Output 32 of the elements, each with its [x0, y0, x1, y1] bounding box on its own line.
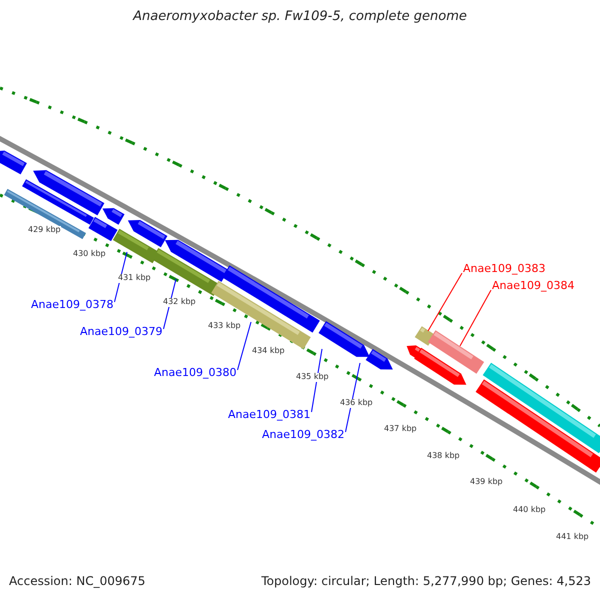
scale-label: 432 kbp: [163, 298, 196, 307]
title: Anaeromyxobacter sp. Fw109-5, complete genome: [132, 10, 468, 24]
scale-label: 431 kbp: [118, 274, 151, 283]
gene-name: Anae109_0380: [154, 367, 236, 380]
scale-label: 435 kbp: [296, 373, 329, 382]
scale-label: 439 kbp: [470, 478, 503, 487]
gene-name: Anae109_0378: [31, 299, 114, 312]
scale-label: 429 kbp: [28, 226, 61, 235]
scale-label: 430 kbp: [73, 250, 106, 259]
accession-note: Accession: NC_009675: [9, 575, 146, 588]
leader-line: [428, 272, 462, 332]
gene-name: Anae109_0381: [228, 409, 310, 422]
scale-label: 437 kbp: [384, 425, 417, 434]
leader-line: [311, 348, 322, 412]
gene-name: Anae109_0379: [80, 326, 162, 338]
scale-label: 441 kbp: [556, 533, 589, 542]
gene-feature: [428, 330, 484, 374]
scale-label: 434 kbp: [252, 347, 285, 356]
gene-name: Anae109_0383: [463, 263, 546, 276]
scale-label: 436 kbp: [340, 399, 373, 408]
leader-line: [345, 362, 360, 432]
scale-label: 433 kbp: [208, 322, 241, 331]
scale-label: 440 kbp: [513, 506, 546, 515]
genome-summary: Topology: circular; Length: 5,277,990 bp; Genes: 4,523: [261, 575, 591, 588]
gene-feature: [318, 321, 370, 357]
leader-line: [237, 322, 252, 370]
gene-feature: [366, 349, 393, 370]
leader-line: [460, 290, 492, 346]
gene-name: Anae109_0382: [262, 429, 344, 442]
scale-label: 438 kbp: [427, 452, 460, 461]
gene-name: Anae109_0384: [492, 280, 574, 292]
gene-feature: [112, 228, 160, 264]
